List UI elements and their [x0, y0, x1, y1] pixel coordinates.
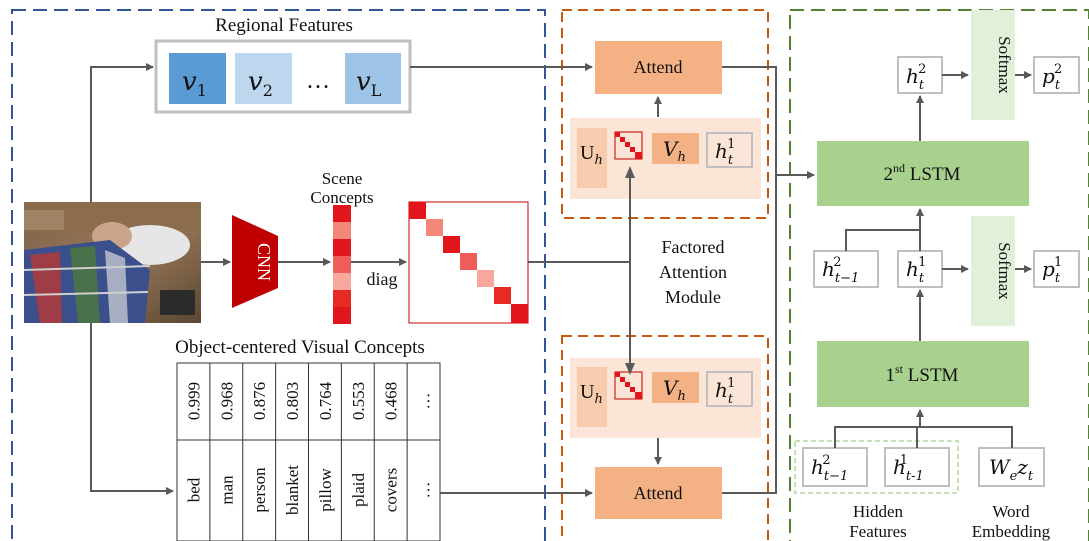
attn-top-V-label: Vh [663, 137, 686, 165]
attn-top-h-box [706, 132, 753, 168]
word-embedding-caption-line1: Word [992, 502, 1030, 521]
module-label-line2: Attention [659, 262, 727, 282]
scene-concepts-title-line2: Concepts [310, 188, 373, 207]
p2t-label: pt2 [1042, 62, 1062, 93]
attn-top-h-label: ht1 [715, 137, 735, 168]
concept-word: bed [184, 477, 203, 502]
concept-word: plaid [349, 473, 368, 507]
h1tm1-input-label: ht-11 [893, 453, 924, 484]
region-ellipsis: … [306, 68, 330, 94]
p2t-box [1033, 56, 1080, 94]
concept-score: 0.968 [217, 382, 236, 420]
attn-top-U-box [577, 128, 607, 188]
connectors [90, 63, 1032, 497]
region-v2-label: v2 [248, 67, 273, 100]
diag-label: diag [367, 269, 398, 289]
lstm1-box [817, 341, 1029, 407]
concept-word: … [415, 482, 434, 499]
module-label-line3: Module [665, 287, 721, 307]
h2tm1-label: ht−12 [822, 255, 859, 286]
h2tm1-box [813, 250, 879, 288]
scene-concepts-vector [333, 205, 351, 324]
attend-top-box [595, 41, 722, 94]
attn-bottom-U-box [577, 367, 607, 427]
object-concepts-title: Object-centered Visual Concepts [175, 337, 425, 358]
concept-word: person [250, 467, 269, 513]
concept-word: man [217, 475, 236, 505]
concept-score: … [415, 393, 434, 410]
scene-concepts-title-line1: Scene [322, 169, 363, 188]
attend-bottom-box [595, 467, 722, 519]
region-vL-box [345, 53, 401, 104]
attn-bottom-V-label: Vh [663, 376, 686, 404]
concept-score: 0.468 [382, 382, 401, 420]
lstm1-label: 1st LSTM [886, 362, 959, 386]
diagonal-matrix [408, 201, 529, 324]
concept-word: blanket [283, 465, 302, 515]
attn-top-U-label: Uh [580, 142, 603, 168]
attention-bottom-border [561, 335, 769, 541]
word-embedding-caption-line2: Embedding [972, 522, 1051, 541]
attn-bottom-U-label: Uh [580, 381, 603, 407]
regional-features-frame [154, 39, 412, 114]
attn-bottom-diag-matrix [614, 371, 643, 400]
concept-score: 0.876 [250, 382, 269, 420]
attn-top-V-box [652, 133, 699, 164]
input-photo [23, 202, 201, 323]
encoder-section-border [11, 9, 546, 541]
attn-bottom-h-label: ht1 [715, 376, 735, 407]
h1tm1-input-box [884, 447, 950, 487]
concept-score: 0.999 [184, 382, 203, 420]
softmax-top-box [971, 10, 1015, 120]
cnn-trapezoid [232, 215, 278, 308]
lstm2-box [817, 141, 1029, 206]
concept-score: 0.764 [316, 381, 335, 420]
module-label-line1: Factored [662, 237, 725, 257]
h2tm1-input-label: ht−12 [811, 453, 848, 484]
attend-top-label: Attend [634, 57, 683, 77]
hidden-features-group [794, 440, 959, 494]
attn-top-diag-matrix [614, 131, 643, 160]
concept-word: covers [382, 468, 401, 512]
concept-score: 0.803 [283, 382, 302, 420]
decoder-section-border [789, 9, 1089, 541]
hidden-features-caption-line1: Hidden [853, 502, 904, 521]
attend-bottom-label: Attend [634, 483, 683, 503]
h1t-label: ht1 [906, 255, 926, 286]
attention-top-border [561, 9, 769, 219]
word-embedding-box [978, 447, 1045, 487]
attn-bottom-V-box [652, 372, 699, 403]
p1t-label: pt1 [1042, 255, 1062, 286]
cnn-label: CNN [254, 243, 274, 281]
region-v1-box [169, 53, 226, 104]
attn-bottom-h-box [706, 371, 753, 407]
h2t-box [897, 56, 943, 94]
p1t-box [1033, 250, 1080, 288]
lstm2-label: 2nd LSTM [884, 161, 961, 185]
concept-word: pillow [316, 468, 335, 512]
concept-score: 0.553 [349, 382, 368, 420]
regional-features-title: Regional Features [215, 15, 353, 36]
softmax-bottom-label: Softmax [995, 242, 1014, 300]
h2t-label: ht2 [906, 62, 926, 93]
hidden-features-caption-line2: Features [849, 522, 907, 541]
region-vL-label: vL [356, 67, 382, 100]
softmax-bottom-box [971, 216, 1015, 326]
object-concepts-table: 0.999 bed 0.968 man 0.876 person 0.803 blanket 0… [176, 362, 441, 541]
region-v1-label: v1 [182, 67, 207, 100]
softmax-top-label: Softmax [995, 36, 1014, 94]
word-embedding-label: Wezt [989, 455, 1034, 484]
region-v2-box [235, 53, 292, 104]
